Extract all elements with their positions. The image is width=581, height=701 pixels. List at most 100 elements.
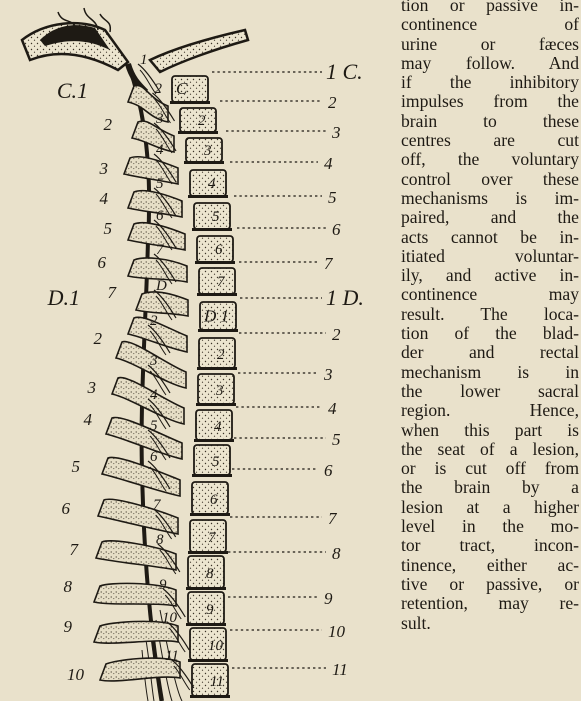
right-segment-label: 4: [328, 399, 337, 418]
vertebra-label: 9: [206, 602, 214, 618]
cord-segment-label: 3: [149, 353, 158, 369]
text-line: itiated voluntar-: [401, 247, 579, 266]
intervertebral-disc: [184, 161, 224, 164]
intervertebral-disc: [194, 439, 234, 442]
intervertebral-disc: [197, 367, 237, 370]
cord-segment-label: 10: [162, 610, 178, 626]
text-line: tion of the blad-: [401, 324, 579, 343]
spinous-process: [98, 499, 178, 534]
text-line: tor tract, incon-: [401, 536, 579, 555]
intervertebral-disc: [178, 131, 218, 134]
left-spinous-label: C.1: [57, 78, 88, 103]
vertebra-label: D 1: [203, 307, 229, 326]
left-spinous-label: 6: [62, 499, 71, 518]
right-segment-label: 7: [328, 509, 338, 528]
text-line: off, the voluntary: [401, 150, 579, 169]
right-segment-label: 10: [328, 622, 346, 641]
right-segment-label: 3: [323, 365, 333, 384]
left-spinous-label: 3: [99, 159, 109, 178]
left-spinous-label: 2: [94, 329, 103, 348]
right-segment-label: 7: [324, 254, 334, 273]
text-line: the lower sacral: [401, 382, 579, 401]
vertebra-label: 5: [212, 454, 220, 470]
left-spinous-label: 7: [108, 283, 118, 302]
text-line: level in the mo-: [401, 517, 579, 536]
right-segment-label: 1 C.: [326, 59, 363, 84]
text-line: acts cannot be in-: [401, 228, 579, 247]
left-spinous-label: 2: [104, 115, 113, 134]
vertebra-label: 5: [212, 209, 220, 225]
cord-segment-label: 6: [156, 208, 164, 224]
left-spinous-label: D.1: [47, 285, 80, 310]
cord-segment-label: 5: [150, 418, 158, 434]
text-line: der and rectal: [401, 343, 579, 362]
text-line: may follow. And: [401, 54, 579, 73]
text-line: region. Hence,: [401, 401, 579, 420]
intervertebral-disc: [195, 261, 235, 264]
text-line: tion or passive in-: [401, 0, 579, 15]
cord-segment-label: D: [155, 278, 167, 294]
text-line: the brain by a: [401, 478, 579, 497]
text-line: retention, may re-: [401, 594, 579, 613]
intervertebral-disc: [197, 293, 237, 296]
text-line: sult.: [401, 614, 579, 633]
right-segment-label: 5: [328, 188, 337, 207]
right-segment-label: 2: [332, 325, 341, 344]
skull-base: [22, 8, 248, 72]
vertebra-label: 4: [208, 176, 216, 192]
cord-segment-label: 11: [165, 648, 179, 664]
cord-segment-label: 2: [150, 313, 158, 329]
left-spinous-label: 3: [87, 378, 97, 397]
vertebra-label: 2: [198, 113, 206, 129]
text-line: continence of: [401, 15, 579, 34]
right-segment-label: 6: [324, 461, 333, 480]
left-spinous-label: 4: [100, 189, 109, 208]
cord-segment-label: 5: [156, 176, 164, 192]
cord-segment-label: 6: [150, 449, 158, 465]
text-line: ily, and active in-: [401, 266, 579, 285]
left-spinous-label: 6: [98, 253, 107, 272]
right-segment-label: 6: [332, 220, 341, 239]
right-segment-label: 2: [328, 93, 337, 112]
text-line: urine or fæces: [401, 35, 579, 54]
text-line: continence may: [401, 285, 579, 304]
cord-segment-label: 7: [153, 497, 162, 513]
cord-segment-label: 8: [156, 532, 164, 548]
text-line: or is cut off from: [401, 459, 579, 478]
left-spinous-label: 5: [104, 219, 113, 238]
intervertebral-disc: [188, 195, 228, 198]
text-line: tive or passive, or: [401, 575, 579, 594]
text-line: impulses from the: [401, 92, 579, 111]
right-segment-label: 11: [332, 660, 348, 679]
cord-segment-label: 4: [150, 387, 158, 403]
text-line: centres are cut: [401, 131, 579, 150]
cord-segment-label: 3: [155, 111, 164, 127]
vertebra-label: 3: [203, 143, 212, 159]
cord-segment-label: 2: [155, 81, 163, 97]
intervertebral-disc: [198, 329, 238, 332]
text-line: when this part is: [401, 421, 579, 440]
intervertebral-disc: [192, 474, 232, 477]
left-spinous-label: 5: [72, 457, 81, 476]
left-spinous-label: 7: [70, 540, 80, 559]
intervertebral-disc: [190, 695, 230, 698]
text-line: brain to these: [401, 112, 579, 131]
spinal-cord-illustration: 1 C.2345671 D.234567891011C.1234567D.123…: [0, 0, 400, 701]
intervertebral-disc: [188, 551, 228, 554]
text-line: if the inhibitory: [401, 73, 579, 92]
left-spinous-label: 10: [67, 665, 85, 684]
intervertebral-disc: [190, 513, 230, 516]
text-line: paired, and the: [401, 208, 579, 227]
intervertebral-disc: [192, 228, 232, 231]
cord-segment-label: 9: [159, 577, 167, 593]
right-segment-label: 3: [331, 123, 341, 142]
vertebra-label: 6: [210, 492, 218, 508]
intervertebral-disc: [186, 587, 226, 590]
vertebra-label: 8: [206, 566, 214, 582]
left-spinous-label: 8: [64, 577, 73, 596]
vertebra-label: 11: [210, 674, 224, 690]
right-segment-label: 8: [332, 544, 341, 563]
intervertebral-disc: [186, 623, 226, 626]
cord-segment-label: 4: [156, 142, 164, 158]
